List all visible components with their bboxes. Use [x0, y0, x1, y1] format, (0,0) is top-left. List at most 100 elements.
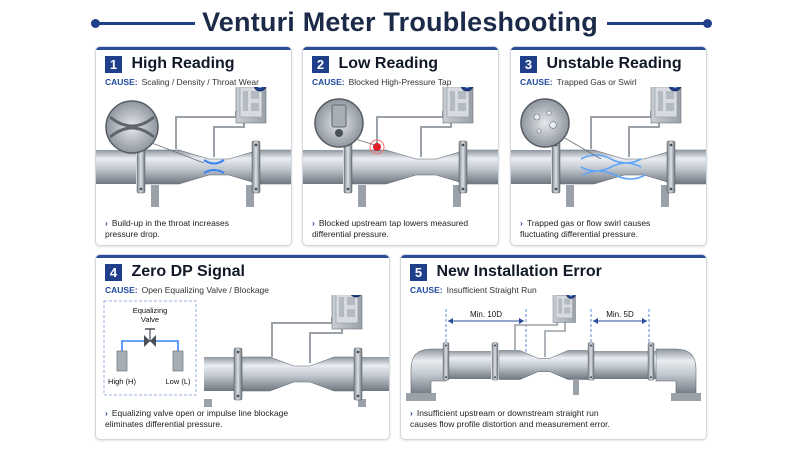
cause-line: CAUSE:Open Equalizing Valve / Blockage — [105, 285, 269, 295]
cause-label: CAUSE: — [105, 77, 138, 87]
impulse-line-high — [376, 111, 444, 149]
gas-bubble — [546, 110, 552, 116]
pipe-support — [661, 185, 669, 207]
gas-bubble — [533, 113, 541, 121]
dp-transmitter — [552, 295, 576, 323]
downstream-pipe — [676, 150, 706, 184]
cause-label: CAUSE: — [410, 285, 443, 295]
high-side-port — [116, 350, 128, 372]
pipe-support — [246, 185, 254, 207]
cause-text: Insufficient Straight Run — [446, 285, 537, 295]
impulse-line-high — [175, 111, 237, 149]
low-label: Low (L) — [165, 377, 191, 386]
pipe-support — [573, 379, 579, 395]
zoom-throat-wear — [109, 115, 155, 139]
venturi-illustration: Equalizing Valve High (H) Low (L) — [103, 295, 389, 407]
pipe-support — [358, 185, 366, 207]
outlet-flange — [458, 140, 468, 194]
cause-text: Blocked High-Pressure Tap — [348, 77, 452, 87]
panel-header: 4 Zero DP Signal — [105, 263, 245, 283]
zoom-blocked-port — [335, 129, 343, 137]
panel-unstable-reading: 3 Unstable Reading CAUSE:Trapped Gas or … — [510, 46, 707, 246]
inlet-flange — [343, 140, 353, 194]
valve-label: Equalizing — [133, 306, 168, 315]
zoom-pointer — [562, 136, 602, 160]
downstream-elbow — [655, 348, 697, 396]
venturi-illustration — [96, 87, 291, 207]
upstream-run-label: Min. 10D — [470, 310, 502, 319]
title-rule-right — [607, 22, 707, 25]
panel-title: Unstable Reading — [546, 55, 682, 72]
impulse-line-low — [544, 319, 566, 357]
cause-text: Trapped Gas or Swirl — [556, 77, 637, 87]
chevron-right-icon: › — [410, 408, 413, 418]
venturi-section — [241, 356, 363, 392]
pipe-support — [204, 399, 212, 407]
dp-transmitter — [331, 295, 363, 330]
downstream-pipe — [261, 150, 291, 184]
panel-header: 5 New Installation Error — [410, 263, 602, 283]
straight-run-illustration: Min. 10D Min. 5D — [406, 295, 701, 401]
page-title: Venturi Meter Troubleshooting — [202, 7, 598, 37]
panel-description: ›Equalizing valve open or impulse line b… — [105, 408, 289, 429]
panel-accent-bar — [401, 255, 706, 258]
panel-number: 2 — [312, 55, 329, 73]
venturi-illustration — [303, 87, 498, 207]
panel-title: High Reading — [131, 55, 235, 72]
upstream-pipe — [96, 150, 136, 184]
chevron-right-icon: › — [105, 408, 108, 418]
outlet-flange — [251, 140, 261, 194]
panel-number: 3 — [520, 55, 537, 73]
chevron-right-icon: › — [105, 218, 108, 228]
panel-header: 2 Low Reading — [312, 55, 438, 75]
pipe-support — [358, 399, 366, 407]
upstream-pipe — [446, 351, 491, 379]
chevron-right-icon: › — [312, 218, 315, 228]
panel-zero-dp-signal: 4 Zero DP Signal CAUSE:Open Equalizing V… — [95, 254, 390, 440]
cause-label: CAUSE: — [312, 77, 345, 87]
dp-transmitter — [650, 87, 682, 124]
panel-accent-bar — [96, 47, 291, 50]
downstream-pipe — [591, 351, 656, 379]
panel-title: New Installation Error — [436, 263, 602, 280]
panel-description: ›Trapped gas or flow swirl causes fluctu… — [520, 218, 651, 239]
pipe-support — [151, 185, 159, 207]
venturi-section — [498, 350, 590, 380]
elbow-flange — [406, 393, 436, 401]
cause-label: CAUSE: — [520, 77, 553, 87]
cause-line: CAUSE:Trapped Gas or Swirl — [520, 77, 637, 87]
downstream-pipe — [468, 150, 498, 184]
low-side-port — [172, 350, 184, 372]
panel-accent-bar — [303, 47, 498, 50]
dp-transmitter — [235, 87, 267, 124]
zoom-pointer — [151, 142, 205, 164]
title-rule-left — [95, 22, 195, 25]
zoom-lens — [520, 98, 570, 148]
elbow-flange — [671, 393, 701, 401]
upstream-elbow — [410, 348, 447, 396]
flow-swirl — [580, 154, 646, 180]
impulse-line-high — [271, 317, 333, 357]
equalizing-valve-diagram — [103, 300, 197, 396]
upstream-pipe — [511, 150, 551, 184]
throat-deposit-marker — [203, 169, 225, 174]
panel-title: Zero DP Signal — [131, 263, 245, 280]
zoom-pointer — [354, 138, 376, 146]
blocked-tap-glow — [369, 139, 385, 155]
panel-description: ›Build-up in the throat increases pressu… — [105, 218, 230, 239]
outlet-flange — [666, 140, 676, 194]
panel-accent-bar — [511, 47, 706, 50]
pipe-support — [566, 185, 574, 207]
panel-description: ›Blocked upstream tap lowers measured di… — [312, 218, 469, 239]
panel-title: Low Reading — [338, 55, 439, 72]
panel-number: 4 — [105, 263, 122, 281]
cause-text: Open Equalizing Valve / Blockage — [141, 285, 270, 295]
panel-accent-bar — [96, 255, 389, 258]
panel-description: ›Insufficient upstream or downstream str… — [410, 408, 610, 429]
venturi-illustration — [511, 87, 706, 207]
panel-new-installation-error: 5 New Installation Error CAUSE:Insuffici… — [400, 254, 707, 440]
title-bar: Venturi Meter Troubleshooting — [0, 4, 800, 38]
high-label: High (H) — [108, 377, 136, 386]
pipe-support — [453, 185, 461, 207]
impulse-line-high — [514, 319, 558, 351]
